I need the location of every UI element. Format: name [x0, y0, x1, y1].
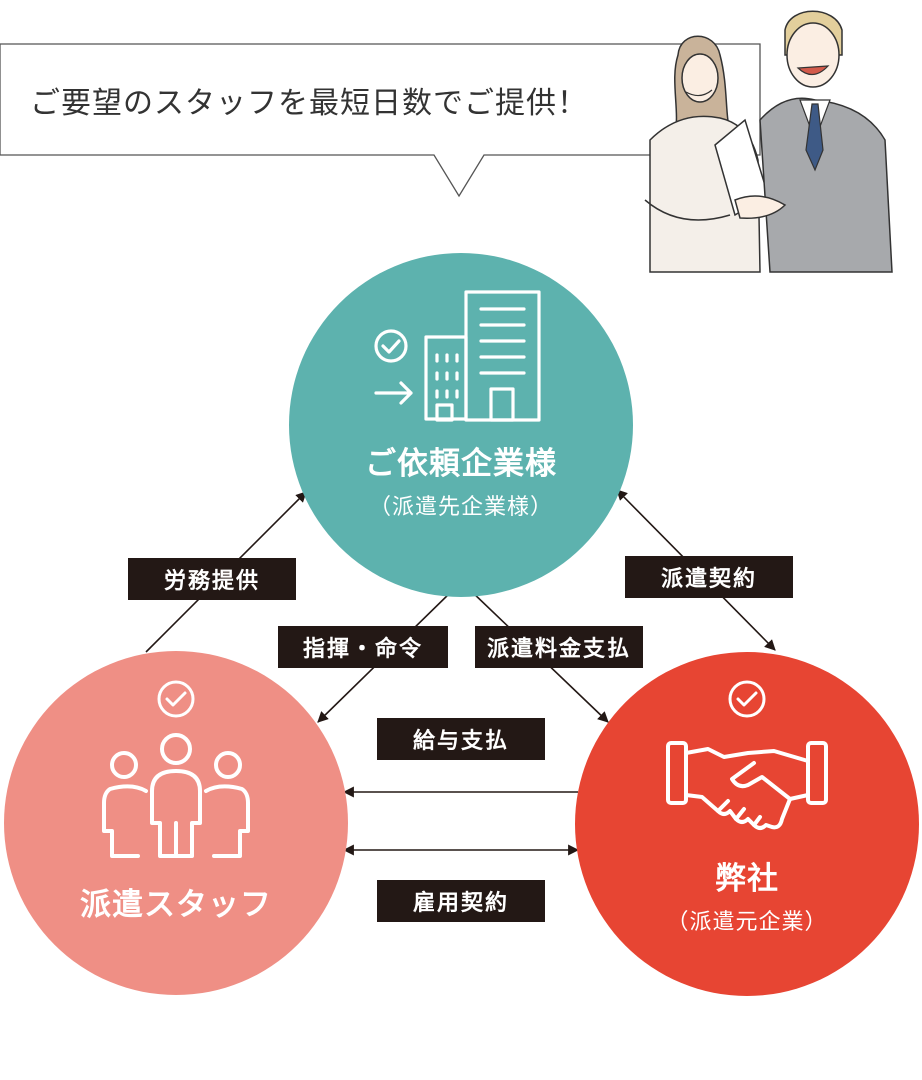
speech-bubble-shape [0, 43, 761, 198]
staff-title: 派遣スタッフ [80, 887, 272, 923]
label-employment-contract: 雇用契約 [377, 880, 545, 922]
client-company-node: ご依頼企業様 （派遣先企業様） [289, 253, 633, 597]
client-title: ご依頼企業様 [365, 446, 557, 482]
company-subtitle: （派遣元企業） [666, 910, 828, 935]
speech-bubble-text: ご要望のスタッフを最短日数でご提供！ [30, 86, 588, 121]
label-dispatch-fee: 派遣料金支払 [475, 626, 643, 668]
staff-node: 派遣スタッフ [4, 651, 348, 995]
business-people-illustration [644, 10, 893, 273]
handshake-icon [666, 741, 828, 830]
building-icon [374, 290, 541, 422]
our-company-node: 弊社 （派遣元企業） [575, 652, 919, 996]
company-title: 弊社 [715, 861, 779, 897]
client-subtitle: （派遣先企業様） [368, 495, 553, 520]
label-salary: 給与支払 [377, 718, 545, 760]
label-labor: 労務提供 [128, 558, 296, 600]
people-group-icon [102, 733, 250, 858]
label-dispatch-contract: 派遣契約 [625, 556, 793, 598]
check-circle-icon [374, 329, 408, 363]
check-circle-icon [157, 680, 195, 718]
check-circle-icon [728, 680, 766, 718]
label-instruction: 指揮・命令 [278, 626, 448, 668]
